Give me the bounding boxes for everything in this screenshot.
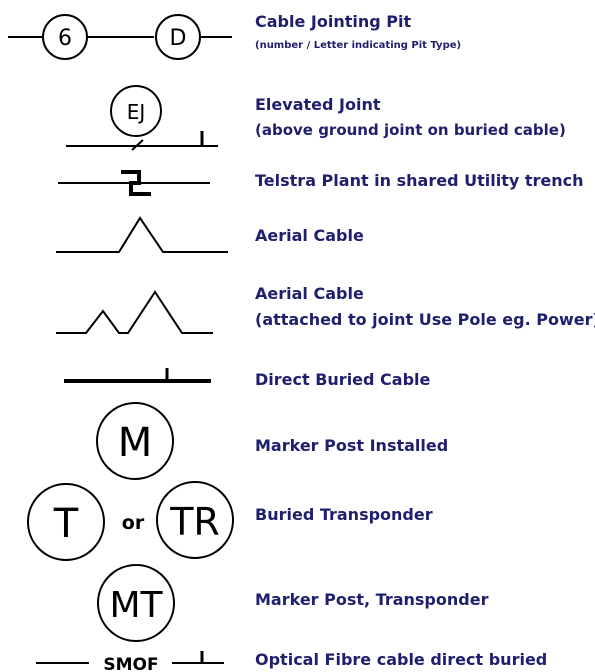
legend-label-buried-transponder: Buried Transponder (255, 505, 433, 524)
legend-label-cable-jointing-pit: Cable Jointing Pit (255, 12, 412, 31)
legend-label-telstra-plant: Telstra Plant in shared Utility trench (255, 171, 584, 190)
pit-number-label: 6 (58, 26, 72, 51)
pit-letter-label: D (170, 26, 187, 51)
legend-label-aerial-cable-joint-use: Aerial Cable (255, 284, 364, 303)
legend-label-aerial-cable: Aerial Cable (255, 226, 364, 245)
legend-note-elevated-joint: (above ground joint on buried cable) (255, 121, 566, 139)
transponder-circle (27, 483, 105, 561)
direct-buried-cable-symbol (64, 368, 211, 383)
transponder-alt-label: TR (169, 500, 220, 544)
legend-label-optical-fibre: Optical Fibre cable direct buried (255, 650, 548, 669)
fibre-code-label: SMOF (103, 655, 158, 672)
aerial-cable-symbol (56, 216, 228, 253)
legend-label-marker-post: Marker Post Installed (255, 436, 449, 455)
telstra-plant-symbol (58, 170, 210, 196)
elevated-joint-symbol (66, 85, 218, 151)
legend-label-direct-buried-cable: Direct Buried Cable (255, 370, 431, 389)
transponder-alt-circle (156, 481, 234, 559)
legend-note-cable-jointing-pit: (number / Letter indicating Pit Type) (255, 40, 462, 51)
marker-post-transponder-symbol (97, 564, 175, 642)
elevated-joint-label: EJ (127, 100, 146, 124)
marker-post-transponder-label: MT (109, 585, 163, 626)
marker-post-symbol (96, 402, 174, 480)
cable-jointing-pit-symbol (8, 14, 232, 60)
legend-label-elevated-joint: Elevated Joint (255, 95, 381, 114)
shared-trench-step (121, 170, 151, 196)
legend-note-aerial-cable-joint-use: (attached to joint Use Pole eg. Power) (255, 310, 595, 329)
aerial-cable-joint-use-symbol (56, 290, 213, 334)
legend-label-marker-post-transponder: Marker Post, Transponder (255, 590, 489, 609)
optical-fibre-symbol (36, 651, 224, 664)
marker-post-label: M (118, 420, 153, 466)
transponder-label: T (53, 501, 79, 547)
or-label: or (122, 512, 145, 534)
elevated-joint-slash (131, 139, 144, 151)
elevated-joint-circle (110, 85, 162, 137)
